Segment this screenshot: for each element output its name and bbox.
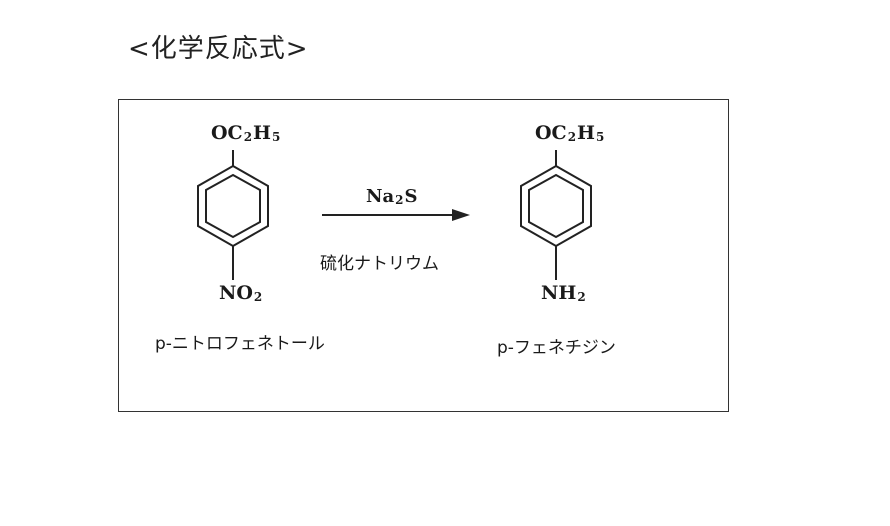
- product-name: p-フェネチジン: [497, 338, 616, 358]
- reactant-ring-inner: [205, 173, 261, 239]
- diagram-title: <化学反応式>: [128, 34, 309, 64]
- reagent-formula: Na2S: [366, 186, 418, 207]
- reactant-name: p-ニトロフェネトール: [155, 334, 325, 354]
- arrow-head: [452, 209, 470, 221]
- product-ring-inner: [528, 173, 584, 239]
- product-ring-outer: [520, 164, 592, 248]
- product-amino-label: NH2: [541, 282, 586, 304]
- reactant-nitro-label: NO2: [219, 282, 263, 304]
- reagent-name: 硫化ナトリウム: [320, 254, 439, 274]
- product-ethoxy-label: OC2H5: [535, 122, 605, 144]
- reaction-frame: [118, 99, 729, 412]
- reactant-ethoxy-label: OC2H5: [211, 122, 281, 144]
